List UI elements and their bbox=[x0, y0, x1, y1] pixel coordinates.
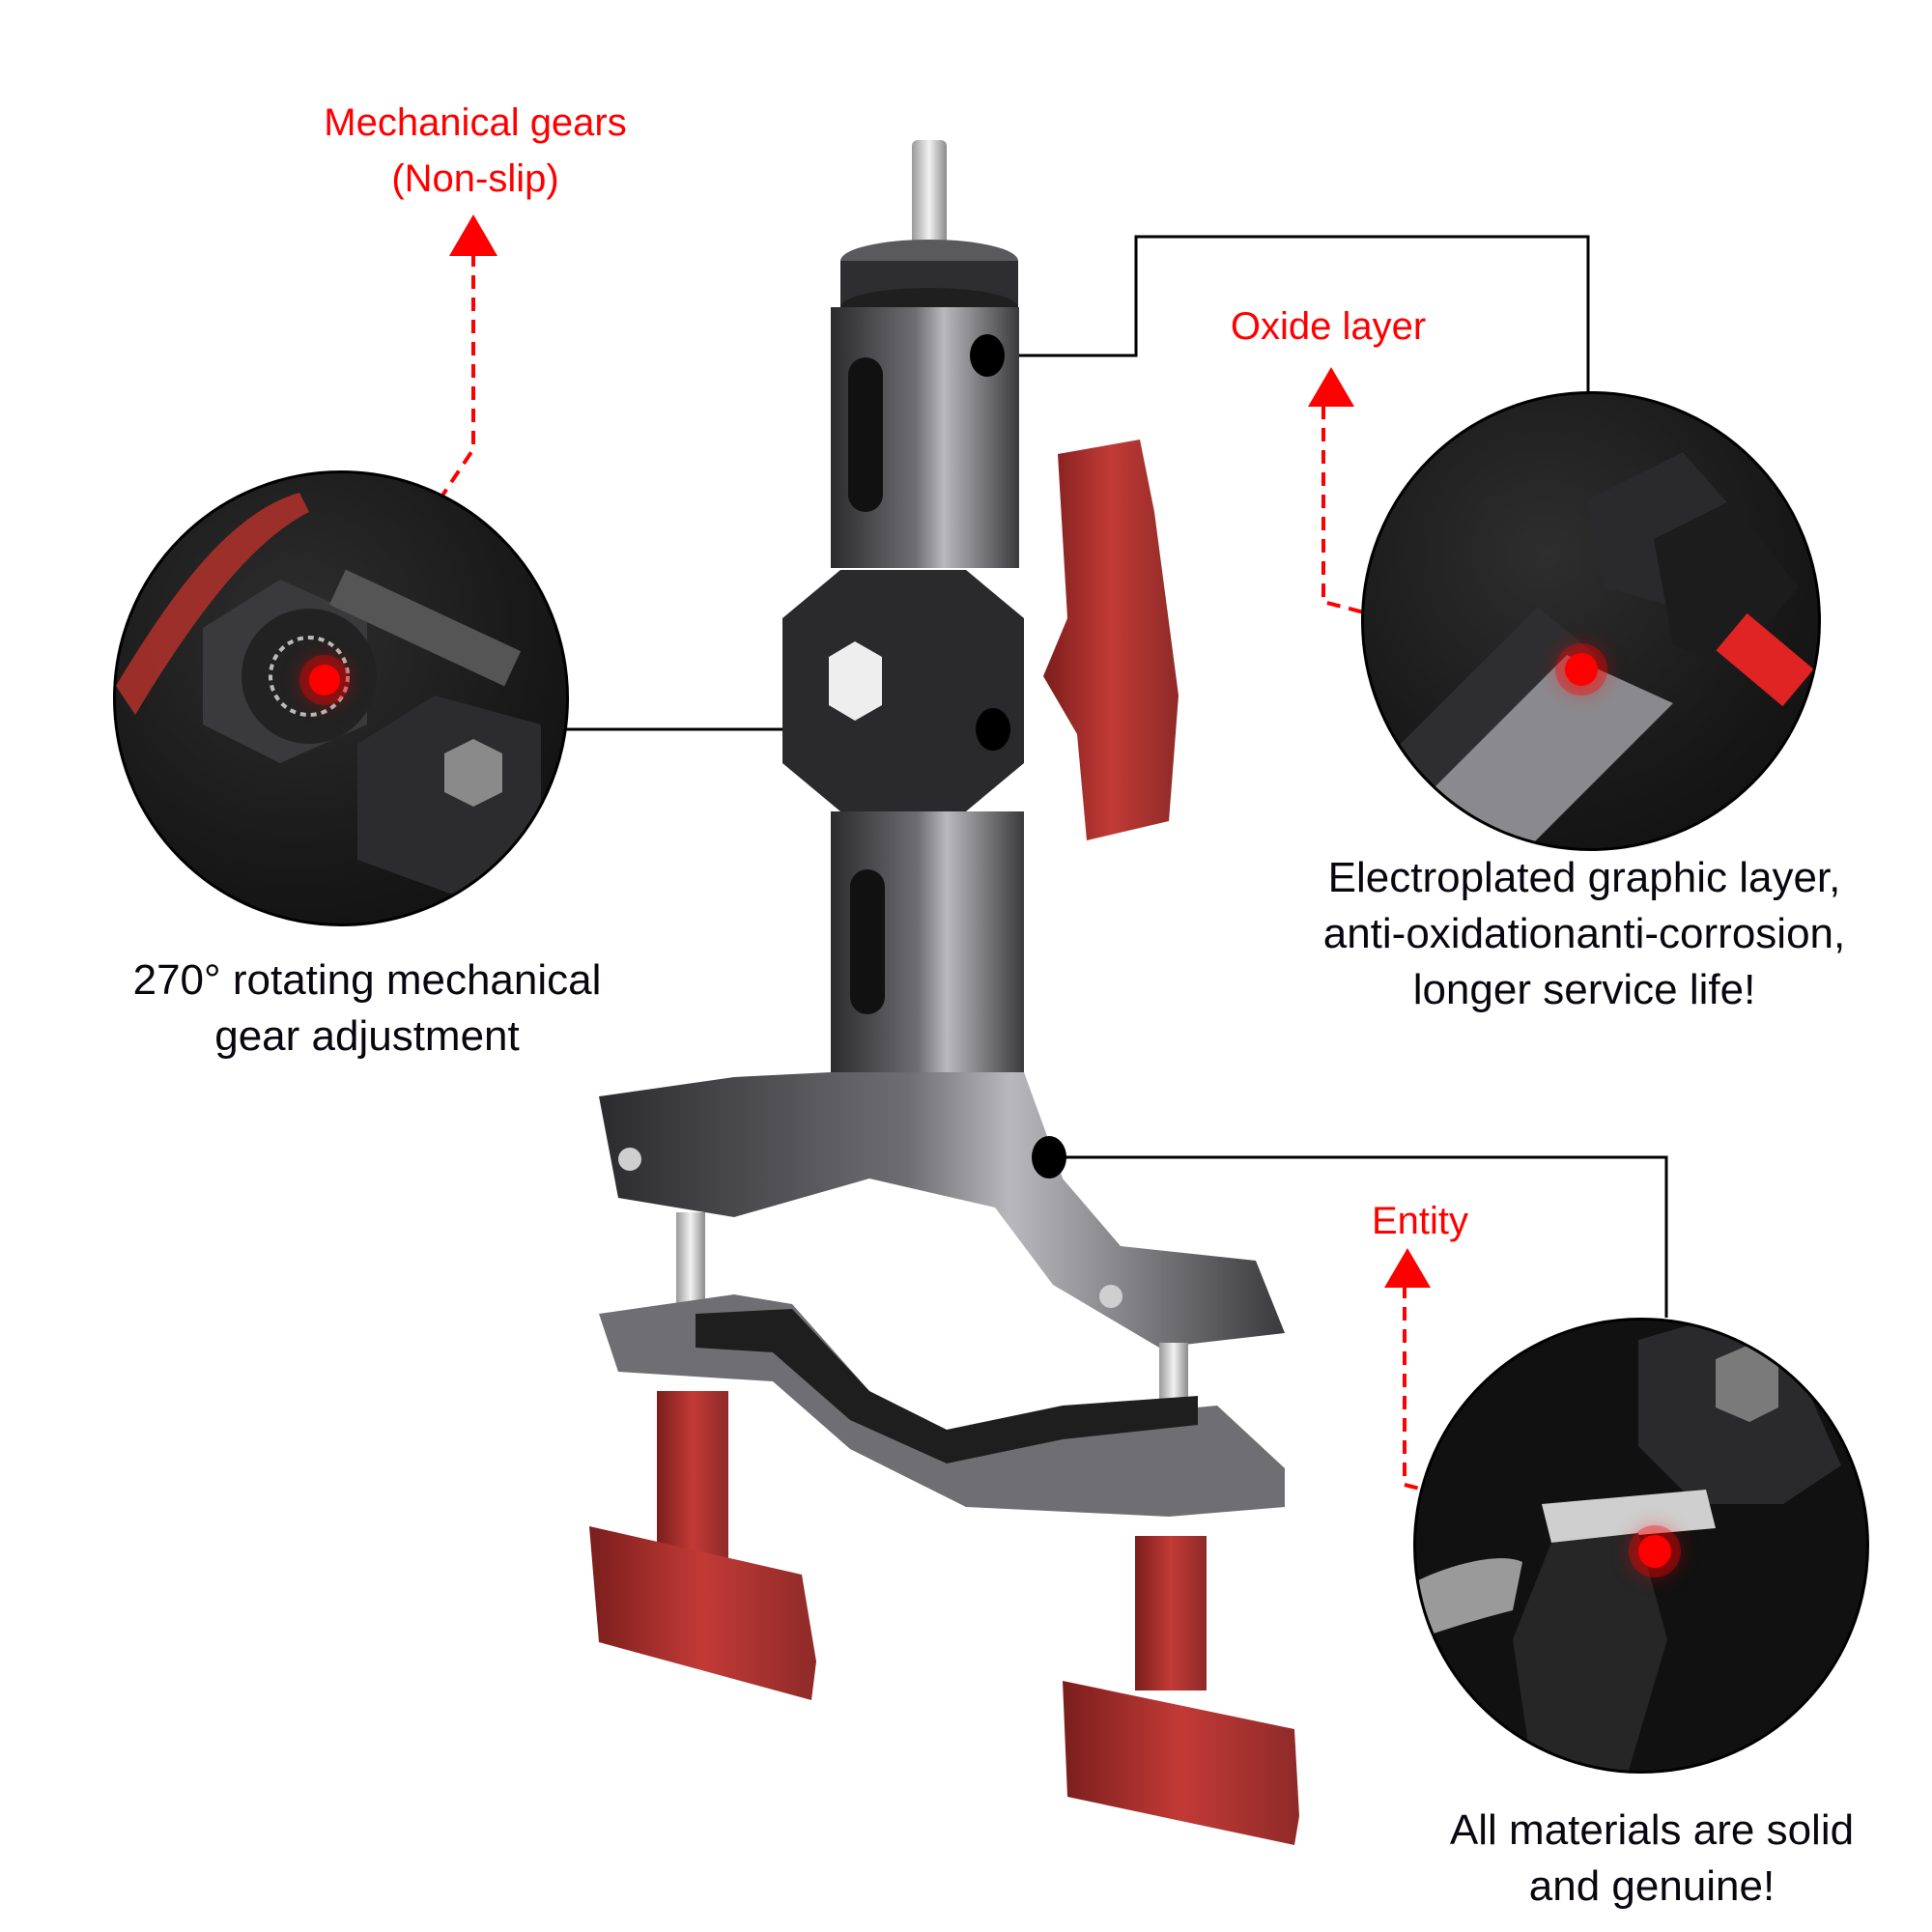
description-line: longer service life! bbox=[1412, 966, 1756, 1013]
product-bike-mount bbox=[589, 140, 1299, 1845]
arrow-up-icon bbox=[1384, 1248, 1431, 1288]
callout-description-oxide: Electroplated graphic layer, anti-oxidat… bbox=[1256, 850, 1913, 1018]
callout-title-line: Oxide layer bbox=[1230, 305, 1427, 348]
callout-title-line: Mechanical gears bbox=[324, 101, 627, 144]
description-line: anti-oxidationanti-corrosion, bbox=[1322, 910, 1846, 957]
detail-circle-oxide bbox=[1361, 391, 1821, 851]
description-line: Electroplated graphic layer, bbox=[1327, 854, 1841, 901]
description-line: and genuine! bbox=[1528, 1862, 1776, 1910]
arrow-up-icon bbox=[1308, 367, 1354, 407]
highlight-dot bbox=[1565, 653, 1598, 686]
callout-anchor-oxide bbox=[970, 334, 1005, 377]
callout-title-entity: Entity bbox=[1348, 1193, 1492, 1249]
callout-title-line: (Non-slip) bbox=[391, 157, 559, 200]
detail-circle-gears bbox=[113, 470, 569, 926]
description-line: All materials are solid bbox=[1449, 1806, 1855, 1854]
arrow-up-icon bbox=[449, 214, 497, 256]
callout-title-gears: Mechanical gears (Non-slip) bbox=[253, 95, 697, 207]
entity-detail-illustration bbox=[1416, 1321, 1841, 1771]
callout-description-entity: All materials are solid and genuine! bbox=[1391, 1803, 1913, 1915]
callout-anchor-entity bbox=[1032, 1136, 1066, 1179]
highlight-dot bbox=[309, 665, 340, 696]
callout-anchor-gears bbox=[976, 708, 1010, 751]
oxide-detail-illustration bbox=[1383, 452, 1818, 848]
callout-title-oxide: Oxide layer bbox=[1198, 298, 1459, 355]
description-line: 270° rotating mechanical bbox=[132, 956, 602, 1004]
description-line: gear adjustment bbox=[214, 1012, 520, 1060]
callout-description-gears: 270° rotating mechanical gear adjustment bbox=[39, 952, 696, 1065]
detail-circle-entity bbox=[1413, 1318, 1869, 1774]
gear-detail-illustration bbox=[116, 493, 541, 898]
callout-title-line: Entity bbox=[1371, 1200, 1469, 1242]
highlight-dot bbox=[1638, 1535, 1671, 1568]
